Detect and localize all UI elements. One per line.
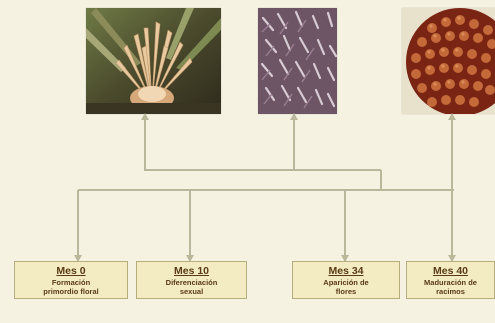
- stage-description-line2: racimos: [436, 287, 465, 296]
- flowers-image: [258, 8, 337, 114]
- stage-box-mes-0: Mes 0 Formación primordio floral: [14, 261, 128, 299]
- inflorescence-photo: [86, 8, 221, 114]
- stage-title: Mes 40: [432, 265, 469, 277]
- fruit-bunch-photo: [402, 8, 495, 114]
- stage-description-line2: primordio floral: [43, 287, 99, 296]
- inflorescence-image: [86, 8, 221, 114]
- stage-description-line1: Formación: [51, 278, 91, 287]
- stage-title: Mes 34: [328, 265, 364, 277]
- stage-box-mes-34: Mes 34 Aparición de flores: [292, 261, 400, 299]
- flowers-photo: [258, 8, 337, 114]
- fruit-bunch-image: [402, 8, 495, 114]
- stage-description-line2: sexual: [179, 287, 204, 296]
- stage-description-line2: flores: [335, 287, 357, 296]
- stage-box-mes-10: Mes 10 Diferenciación sexual: [136, 261, 247, 299]
- stage-description-line1: Diferenciación: [165, 278, 218, 287]
- stage-title: Mes 10: [173, 265, 210, 277]
- stage-box-mes-40: Mes 40 Maduración de racimos: [406, 261, 495, 299]
- stage-title: Mes 0: [56, 265, 86, 277]
- stage-description-line1: Maduración de: [424, 278, 477, 287]
- stage-description-line1: Aparición de: [323, 278, 369, 287]
